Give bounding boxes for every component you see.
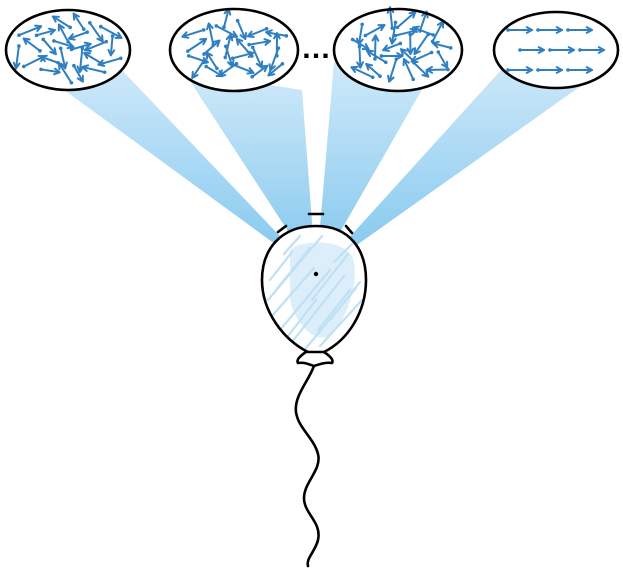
ensemble-2	[170, 9, 298, 91]
ensemble-1	[6, 10, 130, 90]
balloon	[262, 214, 366, 566]
ensemble-3	[334, 7, 462, 91]
ellipsis-label: …	[301, 32, 331, 65]
ensemble-4	[494, 12, 618, 88]
balloon-string	[296, 366, 319, 566]
balloon-side-mark-left	[278, 226, 286, 232]
focal-point	[314, 272, 318, 276]
balloon-knot	[297, 352, 332, 366]
balloon-side-mark-right	[346, 226, 352, 233]
